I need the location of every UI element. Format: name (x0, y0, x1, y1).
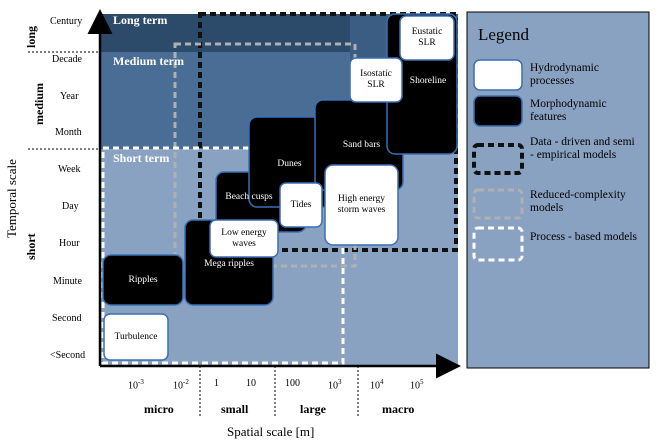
legend-swatch-process (472, 226, 524, 262)
y-tick-subsecond: <Second (50, 350, 86, 361)
y-tick-day: Day (62, 201, 79, 212)
tides-label: Tides (290, 199, 312, 210)
long-term-label: Long term (113, 13, 168, 27)
x-axis-title: Spatial scale [m] (227, 424, 315, 439)
legend-item-data-driven: Data - driven and semi - empirical model… (530, 136, 635, 161)
y-tick-week: Week (58, 164, 81, 175)
x-tick-1e3: 103 (328, 378, 342, 392)
isostatic-slr-label: Isostatic SLR (360, 69, 392, 90)
y-group-long: long (24, 25, 38, 48)
high-energy-storm-waves-box (324, 164, 399, 246)
x-group-small: small (221, 402, 249, 416)
legend-swatch-morpho (473, 95, 523, 127)
legend-item-morpho: Morphodynamic features (530, 98, 607, 123)
ripples-box (102, 254, 184, 306)
legend-item-process: Process - based models (530, 231, 637, 243)
x-tick-10: 10 (246, 378, 256, 389)
medium-term-label: Medium term (113, 54, 184, 68)
x-tick-100: 100 (285, 378, 300, 389)
x-group-large: large (300, 402, 326, 416)
x-tick-1e-2: 10-2 (173, 378, 189, 392)
legend-swatch-data-driven (472, 143, 524, 175)
eustatic-slr-label: Eustatic SLR (411, 27, 443, 48)
legend-swatch-hydro (473, 59, 523, 91)
process-based-models-outline (101, 146, 345, 365)
x-tick-1: 1 (214, 378, 219, 389)
legend-item-hydro: Hydrodynamic processes (530, 62, 599, 87)
y-tick-decade: Decade (52, 54, 82, 65)
high-energy-storm-waves-label: High energy storm waves (337, 194, 386, 215)
low-energy-waves-box (209, 219, 279, 258)
eustatic-slr-box (399, 15, 455, 61)
dunes-label: Dunes (277, 158, 302, 169)
low-energy-waves-label: Low energy waves (221, 227, 267, 249)
short-term-label: Short term (113, 151, 170, 165)
sand-bars-label: Sand bars (342, 139, 381, 150)
y-axis-title: Temporal scale (4, 159, 19, 238)
turbulence-label: Turbulence (114, 331, 158, 342)
legend-swatch-reduced (472, 188, 524, 220)
ripples-label: Ripples (128, 274, 158, 285)
shoreline-label: Shoreline (409, 75, 447, 86)
legend-title: Legend (478, 25, 529, 44)
isostatic-slr-box (349, 57, 403, 103)
turbulence-box (103, 313, 169, 361)
x-tick-1e4: 104 (370, 378, 384, 392)
beach-cusps-label: Beach cusps (225, 191, 273, 202)
x-group-micro: micro (144, 402, 174, 416)
y-group-short: short (24, 233, 38, 260)
y-tick-hour: Hour (59, 238, 80, 249)
x-tick-1e-3: 10-3 (128, 378, 144, 392)
y-group-medium: medium (32, 83, 46, 125)
y-tick-second: Second (52, 313, 82, 324)
mega-ripples-label: Mega ripples (204, 258, 254, 269)
tides-box (279, 182, 323, 228)
y-tick-century: Century (50, 16, 83, 27)
x-tick-1e5: 105 (410, 378, 424, 392)
legend-item-reduced: Reduced-complexity models (530, 189, 626, 214)
y-tick-minute: Minute (53, 276, 82, 287)
x-group-macro: macro (382, 402, 415, 416)
y-tick-year: Year (60, 91, 79, 102)
y-tick-month: Month (55, 127, 82, 138)
